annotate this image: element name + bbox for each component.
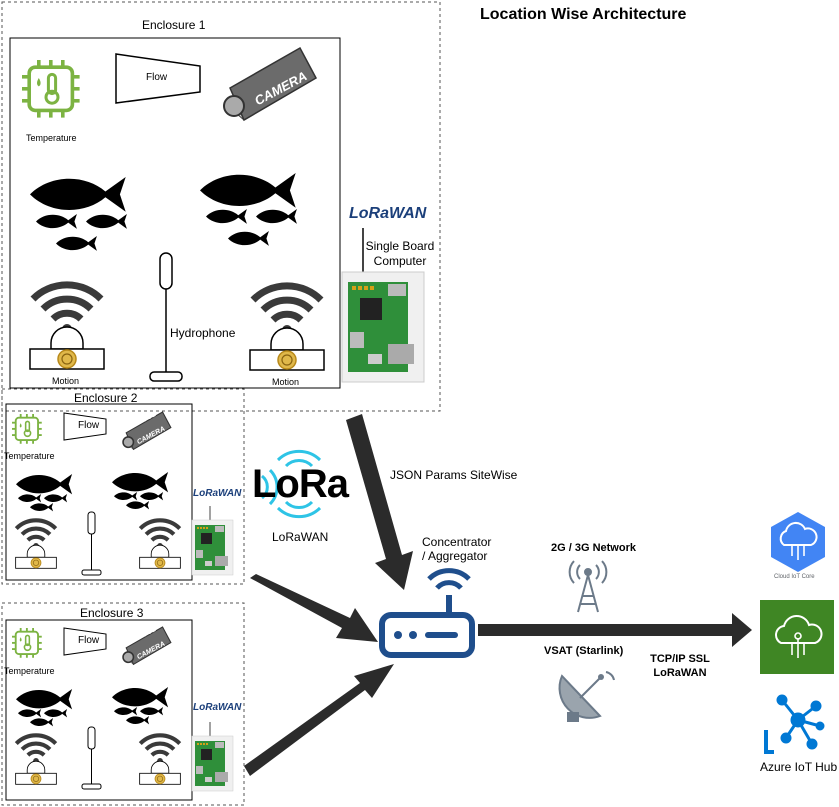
lora-logo: LoRa [252,462,349,506]
protocols-label: TCP/IP SSL LoRaWAN [650,653,710,679]
lora-label: LoRaWAN [272,530,329,544]
cell-tower-icon [568,560,608,613]
vsat-label: VSAT (Starlink) [544,645,624,657]
enclosure-1-temperature-label: Temperature [26,133,77,143]
enclosure-2-temperature-label: Temperature [4,451,55,461]
enclosure-3-flow-label: Flow [78,635,100,646]
satellite-dish-icon [558,671,615,722]
enclosure-1-sbc-label: Single Board Computer [365,239,435,268]
router-icon [379,568,475,658]
data-flow-arrows [244,414,752,776]
enclosure-3-temperature-label: Temperature [4,666,55,676]
enclosure-3-lorawan-logo: LoRaWAN [193,702,242,713]
enclosure-1-hydrophone-label: Hydrophone [170,326,236,340]
aws-iot-core-icon [760,600,834,674]
diagram-title: Location Wise Architecture [480,6,687,23]
concentrator-label: Concentrator / Aggregator [422,535,492,563]
poe-camera-icon [223,46,318,122]
gcp-iot-core-icon [771,512,825,572]
enclosure-2-title: Enclosure 2 [74,391,138,405]
azure-iot-hub-label: Azure IoT Hub [760,760,838,774]
lora-signal-icon [260,449,322,519]
enclosure-1-motion-right-label: Motion [272,377,300,387]
enclosure-2-lorawan-logo: LoRaWAN [193,488,242,499]
json-params-label: JSON Params SiteWise [390,468,518,482]
gcp-iot-core-label: Cloud IoT Core [774,574,815,580]
enclosure-1-flow-label: Flow [146,72,168,83]
cellular-network-label: 2G / 3G Network [551,542,636,554]
enclosure-1-title: Enclosure 1 [142,18,206,32]
azure-iot-hub-icon [764,694,825,754]
enclosure-3-title: Enclosure 3 [80,606,144,620]
enclosure-2-flow-label: Flow [78,420,100,431]
enclosure-1-lorawan-logo: LoRaWAN [349,205,427,222]
enclosure-1-motion-left-label: Motion [52,376,80,386]
